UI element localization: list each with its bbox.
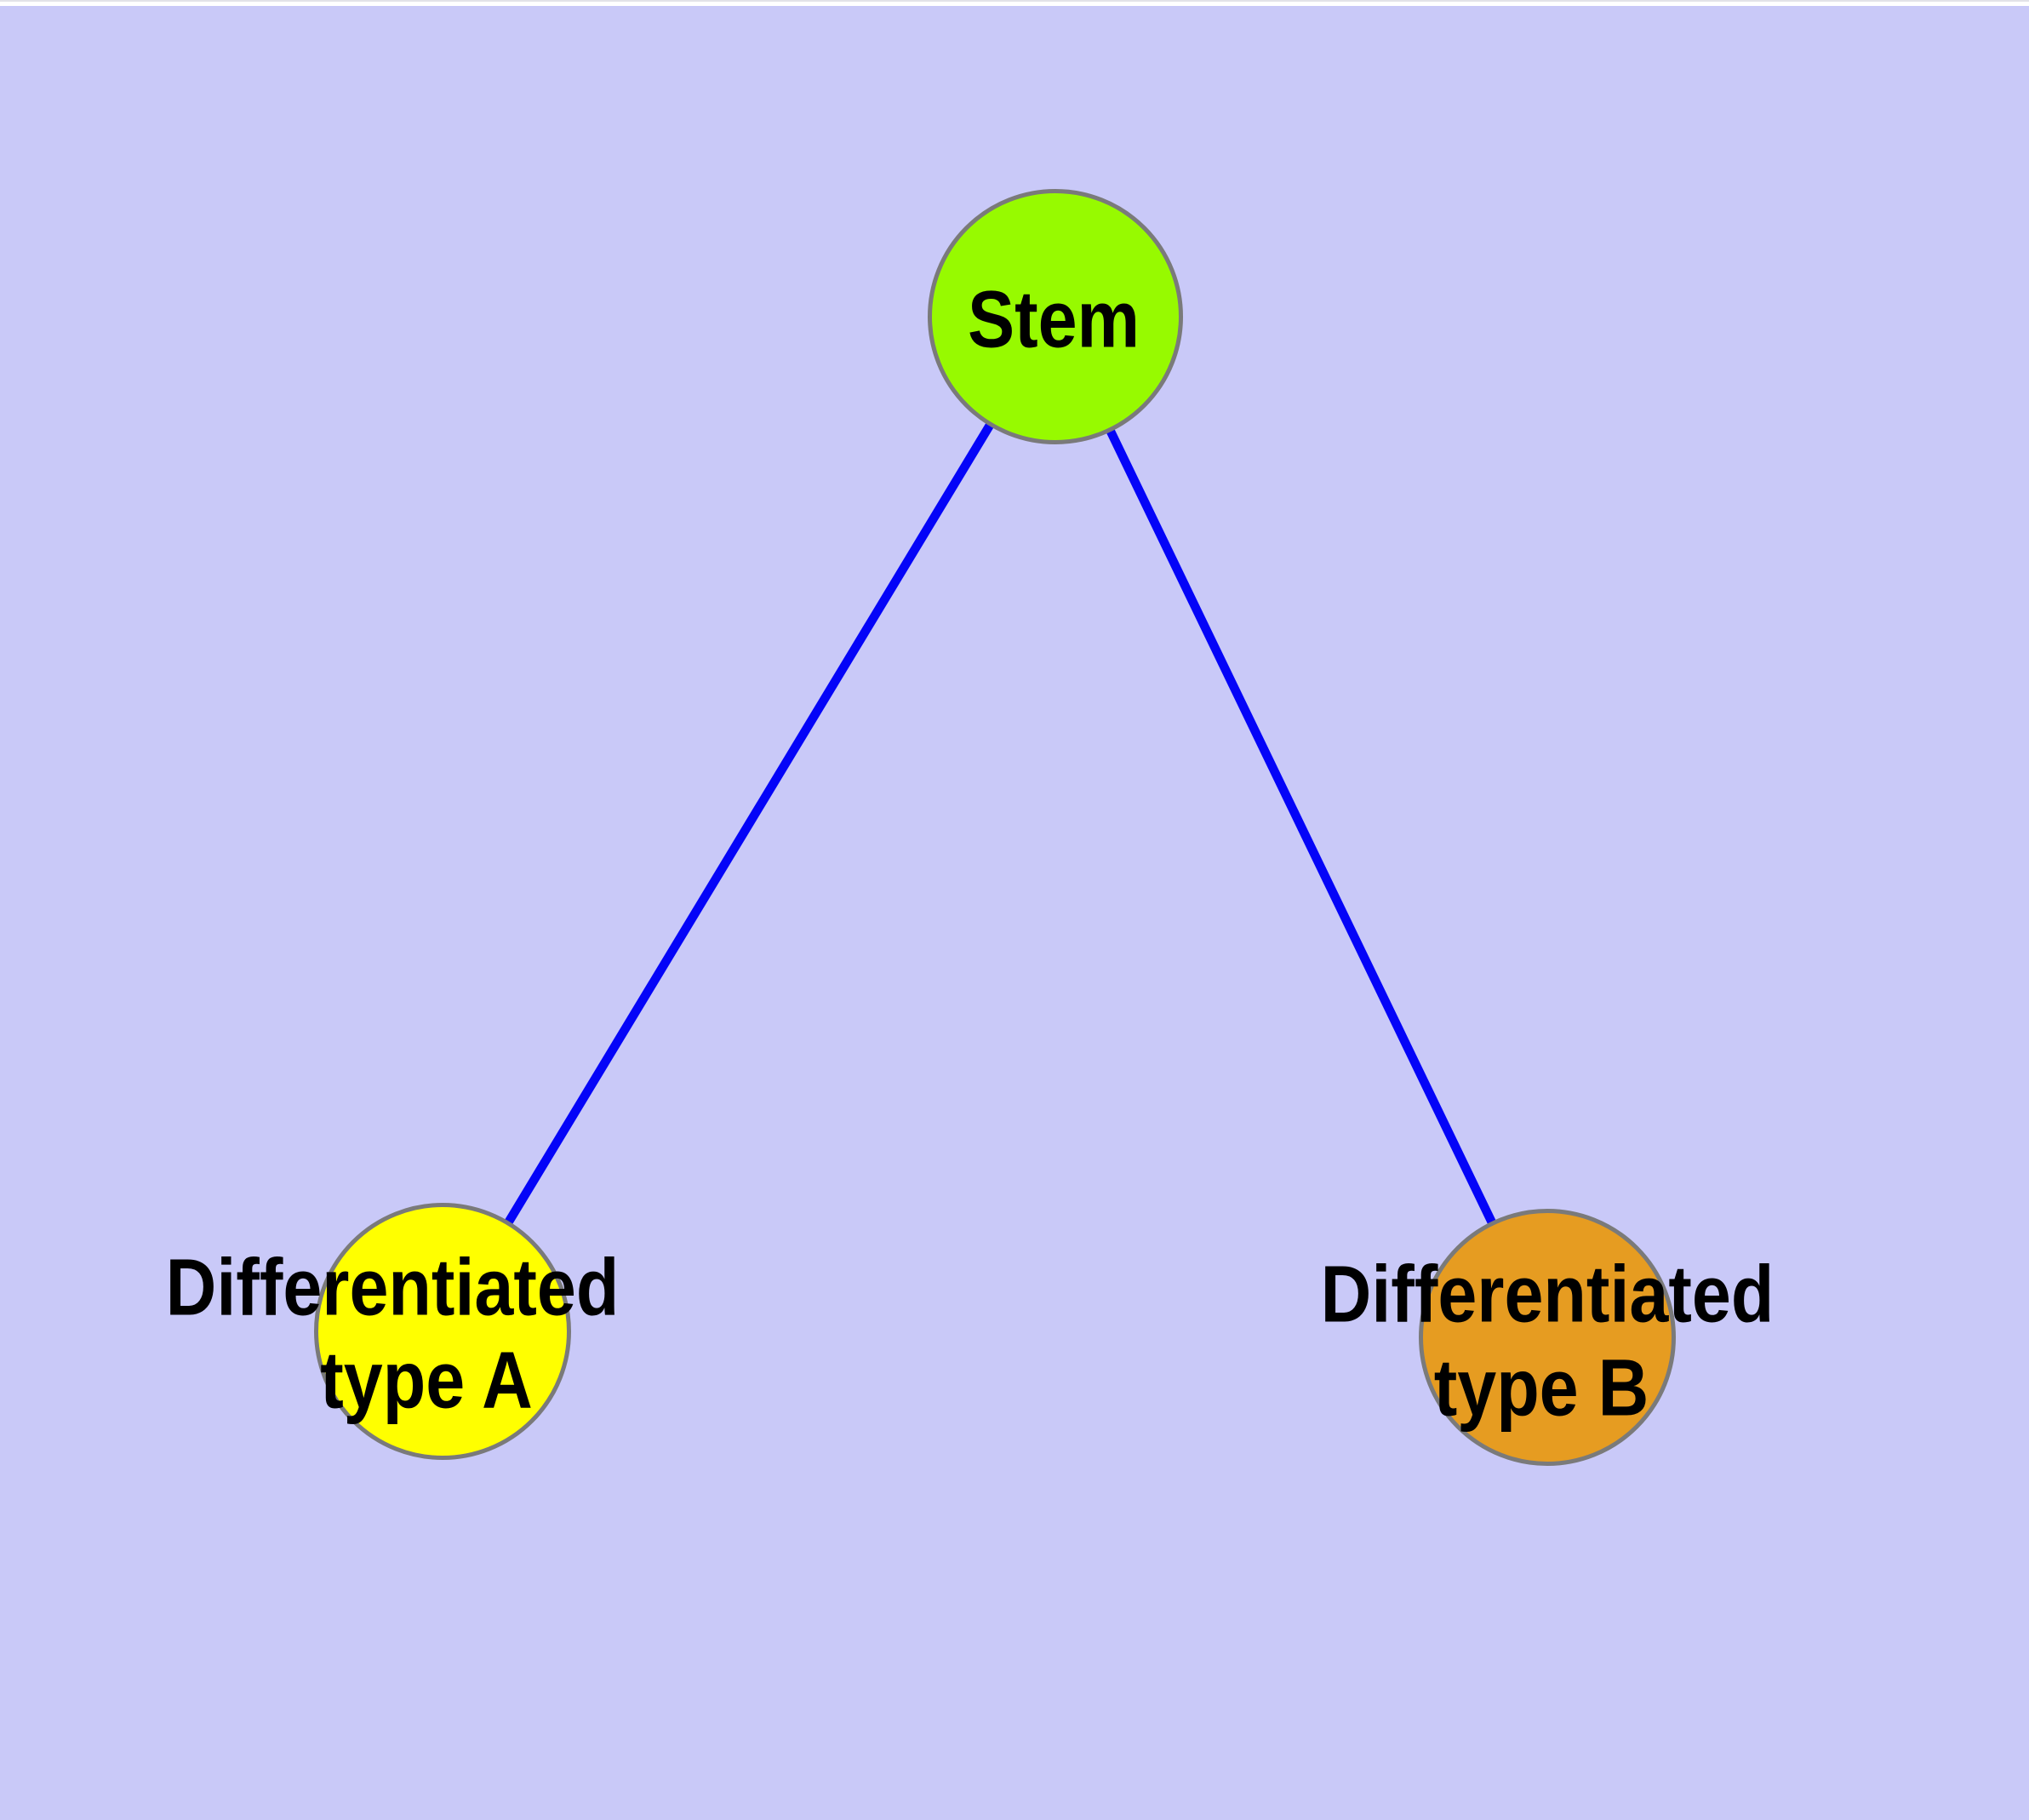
node-stem xyxy=(928,189,1183,444)
node-label-stem-line-1: Stem xyxy=(967,274,1140,365)
node-diff-b xyxy=(1419,1209,1676,1466)
node-label-diff-b-line-1: Differentiated xyxy=(1320,1249,1775,1340)
node-label-diff-b-line-2: type B xyxy=(1433,1342,1649,1434)
top-border-strip xyxy=(0,0,2029,6)
edge-stem-diff-a xyxy=(438,314,1060,1334)
node-diff-a xyxy=(314,1203,571,1460)
node-label-diff-a-line-1: Differentiated xyxy=(165,1242,620,1333)
edge-stem-diff-b xyxy=(1051,314,1552,1340)
node-label-diff-a-line-2: type A xyxy=(320,1335,533,1426)
